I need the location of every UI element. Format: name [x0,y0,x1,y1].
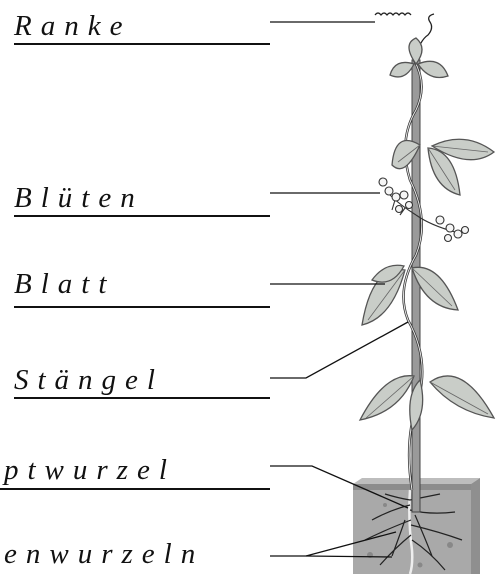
support-stick [412,60,420,512]
leaves [360,38,494,430]
pointer-staengel [270,322,408,378]
